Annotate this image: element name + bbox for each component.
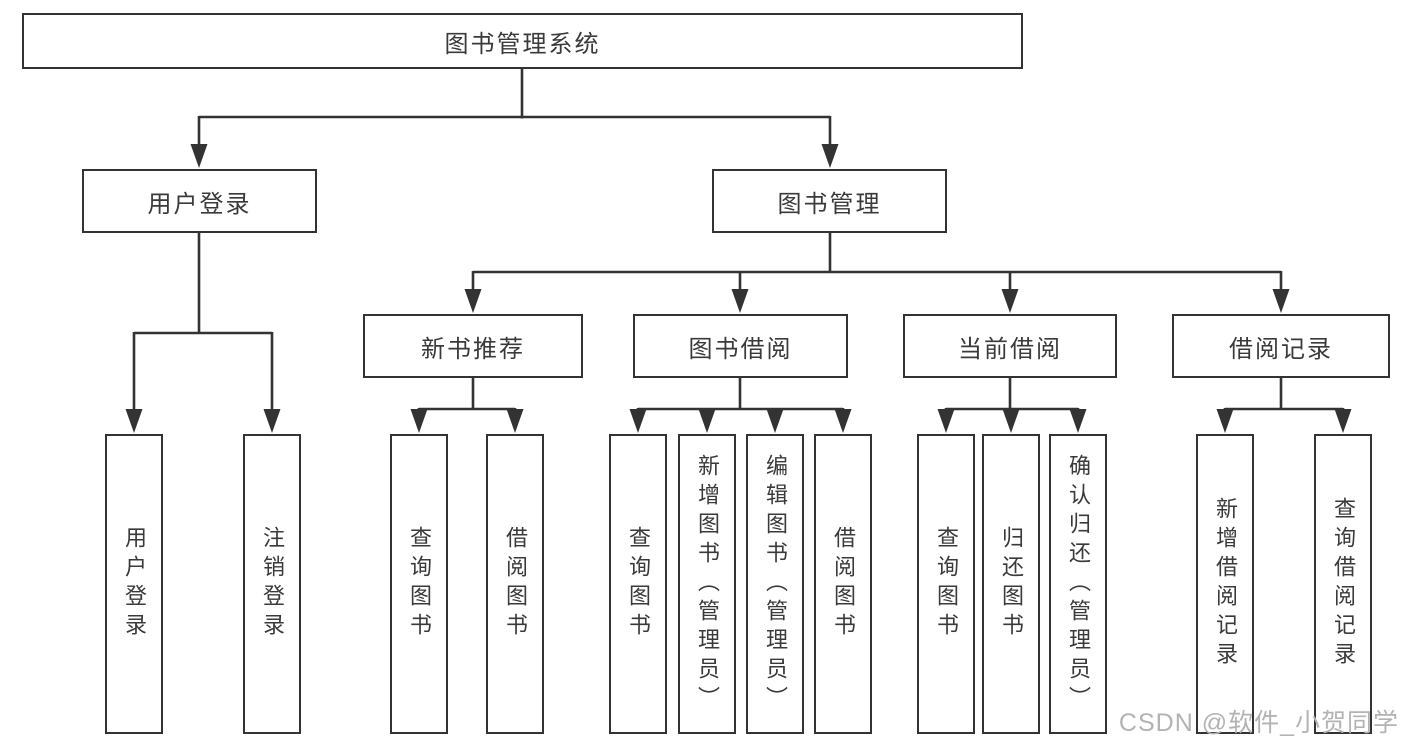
csdn-watermark: CSDN @软件_小贺同学 (1118, 709, 1399, 737)
node-leaf-borrow-books-rec: 借阅图书 (486, 434, 544, 734)
node-leaf-query-books-cb: 查询图书 (917, 434, 975, 734)
node-book-management-branch: 图书管理 (712, 169, 947, 233)
node-leaf-borrow-books-bb: 借阅图书 (814, 434, 872, 734)
node-leaf-edit-books-admin: 编辑图书（管理员） (746, 434, 804, 734)
node-leaf-confirm-return-admin: 确认归还（管理员） (1049, 434, 1107, 734)
node-leaf-add-borrow-record: 新增借阅记录 (1196, 434, 1254, 734)
node-new-book-recommend: 新书推荐 (363, 314, 583, 378)
node-borrow-records: 借阅记录 (1172, 314, 1390, 378)
node-leaf-user-login: 用户登录 (105, 434, 163, 734)
node-leaf-query-books-bb: 查询图书 (609, 434, 667, 734)
node-leaf-return-books: 归还图书 (982, 434, 1040, 734)
node-leaf-add-books-admin: 新增图书（管理员） (678, 434, 736, 734)
node-leaf-logout: 注销登录 (243, 434, 301, 734)
node-root-system: 图书管理系统 (22, 13, 1023, 69)
node-leaf-query-books-rec: 查询图书 (390, 434, 448, 734)
node-book-borrow: 图书借阅 (633, 314, 848, 378)
arrowheads (125, 144, 1352, 433)
node-user-login-branch: 用户登录 (82, 169, 317, 233)
node-current-borrow: 当前借阅 (903, 314, 1117, 378)
node-leaf-query-borrow-record: 查询借阅记录 (1314, 434, 1372, 734)
